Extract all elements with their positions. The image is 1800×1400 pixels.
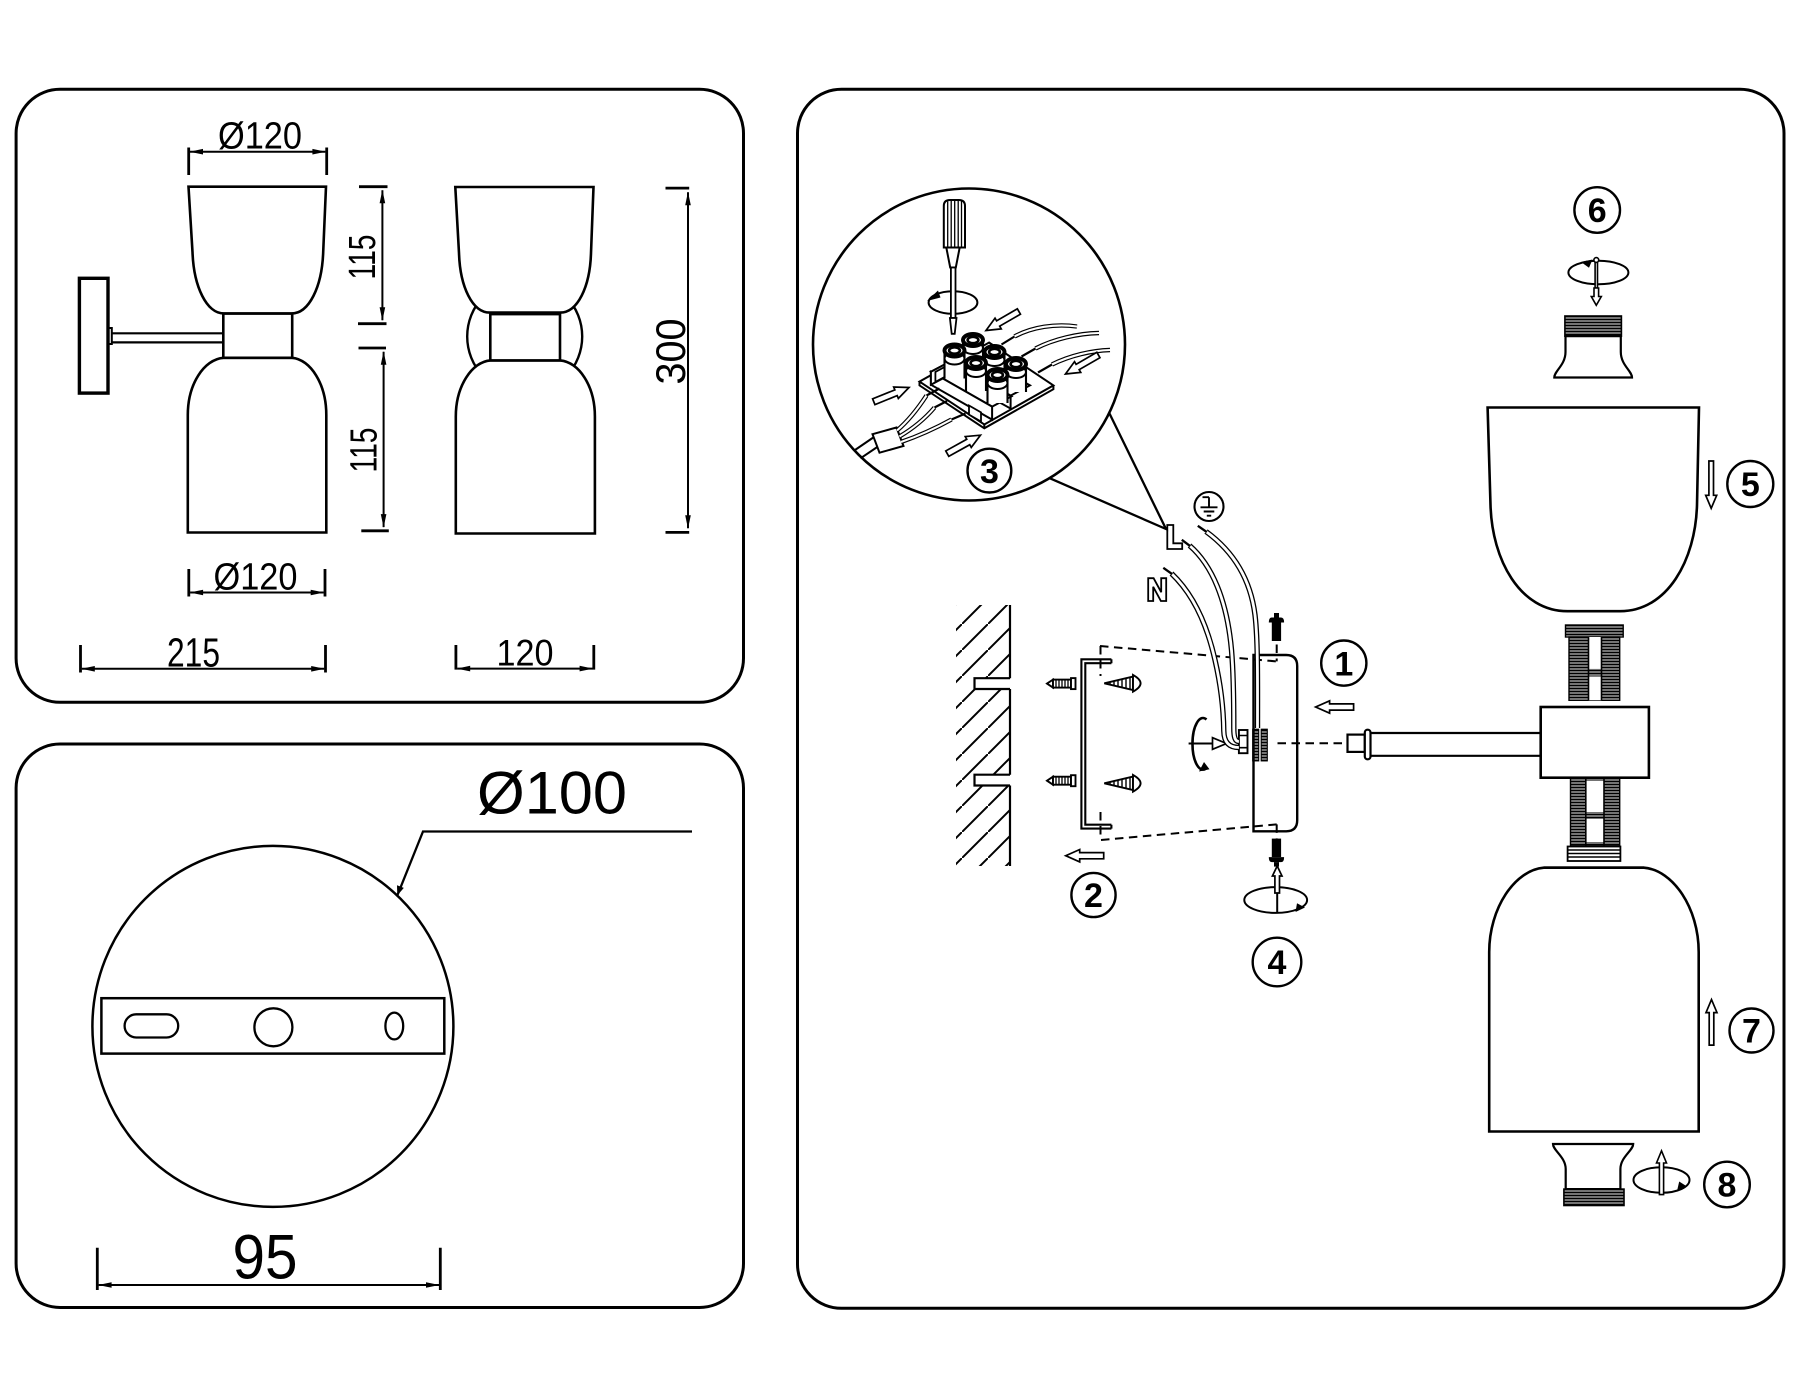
svg-text:120: 120 xyxy=(497,633,554,674)
svg-text:115: 115 xyxy=(342,235,384,280)
svg-text:3: 3 xyxy=(980,453,999,491)
svg-text:6: 6 xyxy=(1588,192,1607,230)
svg-text:115: 115 xyxy=(343,428,385,473)
svg-text:8: 8 xyxy=(1718,1167,1737,1205)
svg-text:300: 300 xyxy=(647,319,694,385)
svg-text:7: 7 xyxy=(1742,1013,1761,1051)
svg-text:1: 1 xyxy=(1334,645,1353,683)
svg-text:95: 95 xyxy=(233,1223,298,1293)
svg-text:5: 5 xyxy=(1741,466,1760,504)
svg-text:Ø100: Ø100 xyxy=(477,760,627,827)
svg-text:215: 215 xyxy=(167,630,220,676)
svg-text:Ø120: Ø120 xyxy=(218,116,302,158)
svg-text:2: 2 xyxy=(1084,877,1103,915)
svg-text:4: 4 xyxy=(1268,944,1287,982)
svg-text:Ø120: Ø120 xyxy=(214,557,298,599)
